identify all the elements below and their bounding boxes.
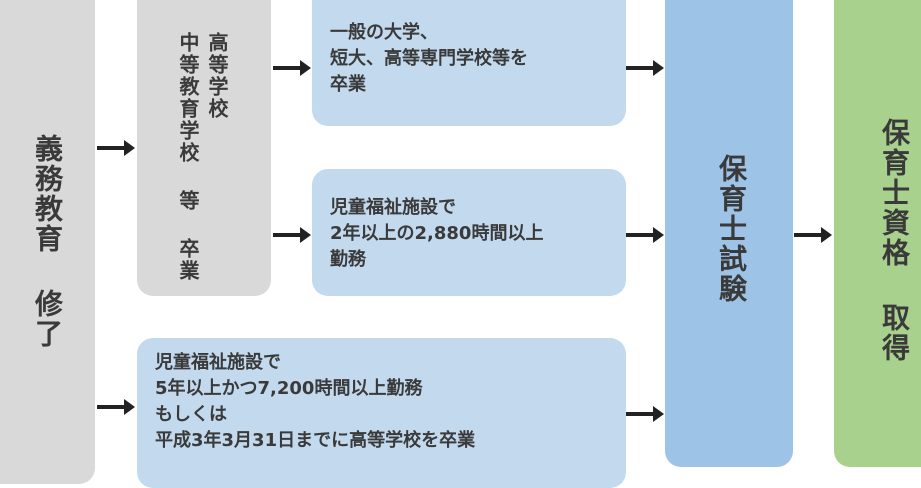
arrow-icon [626,60,664,76]
high-school-box: 高等学校 中等教育学校 等 卒業 [137,0,271,296]
arrow-icon [626,406,664,422]
arrow-icon [273,60,311,76]
text-line: 一般の大学、 [330,22,438,43]
compulsory-education-box: 義務教育 修了 [0,0,95,484]
text-line: 児童福祉施設で [330,197,456,218]
text-line: もしくは [155,404,227,425]
text-line: 平成3年3月31日までに高等学校を卒業 [155,430,476,451]
arrow-icon [794,227,832,243]
text-line: 2年以上の2,880時間以上 [330,223,544,244]
welfare-5yr-box: 児童福祉施設で 5年以上かつ7,200時間以上勤務 もしくは 平成3年3月31日… [137,338,626,488]
compulsory-education-label: 義務教育 修了 [31,134,64,349]
text-line: 短大、高等専門学校等を [330,48,528,69]
text-line: 5年以上かつ7,200時間以上勤務 [155,378,423,399]
exam-box: 保育士試験 [665,0,793,467]
high-school-label: 高等学校 [205,32,229,120]
welfare-2yr-box: 児童福祉施設で 2年以上の2,880時間以上 勤務 [312,169,626,296]
qualification-label: 保育士資格 取得 [878,118,911,363]
university-box: 一般の大学、 短大、高等専門学校等を 卒業 [312,0,626,126]
qualification-box: 保育士資格 取得 [834,0,921,467]
welfare-2yr-text: 児童福祉施設で 2年以上の2,880時間以上 勤務 [330,195,543,273]
arrow-icon [273,227,311,243]
text-line: 勤務 [330,249,366,270]
arrow-icon [97,399,135,415]
university-text: 一般の大学、 短大、高等専門学校等を 卒業 [330,20,528,98]
welfare-5yr-text: 児童福祉施設で 5年以上かつ7,200時間以上勤務 もしくは 平成3年3月31日… [155,350,475,454]
text-line: 児童福祉施設で [155,352,281,373]
secondary-school-label: 中等教育学校 等 卒業 [176,32,200,282]
exam-label: 保育士試験 [715,154,748,304]
arrow-icon [626,227,664,243]
text-line: 卒業 [330,74,366,95]
arrow-icon [97,140,135,156]
